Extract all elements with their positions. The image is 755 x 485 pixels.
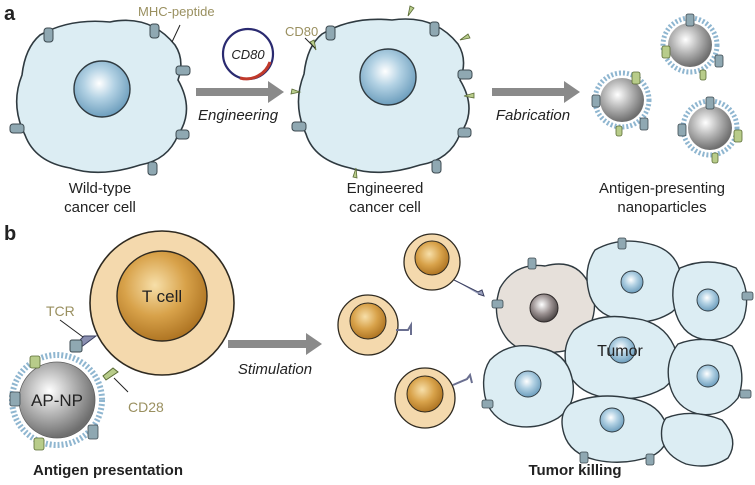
cd28-receptor	[102, 367, 119, 381]
cd28-pointer	[113, 377, 129, 393]
cd80-label: CD80	[285, 24, 318, 39]
panel-b-letter: b	[4, 223, 16, 245]
effector-t-cell-3	[394, 367, 473, 429]
nanoparticle-1	[591, 70, 652, 137]
tumor-label: Tumor	[597, 343, 643, 360]
tumor-cluster: Tumor	[481, 237, 754, 467]
engineering-label: Engineering	[198, 107, 279, 124]
ap-np-particle: AP-NP	[9, 352, 105, 451]
effector-t-cell-2	[337, 294, 412, 356]
nanoparticle-2	[660, 13, 724, 81]
stimulation-label: Stimulation	[238, 361, 312, 378]
cell1-line1: Wild-type	[69, 180, 132, 197]
tcr-pointer	[59, 319, 84, 338]
tcr-receptor	[69, 335, 98, 353]
mhc-peptide-label: MHC-peptide	[138, 4, 215, 19]
cell1-line2: cancer cell	[64, 199, 136, 216]
tcr-label: TCR	[46, 303, 75, 319]
fabrication-arrow	[492, 81, 580, 103]
cd28-label: CD28	[128, 399, 164, 415]
cd80-plasmid: CD80	[221, 27, 275, 81]
tumor-killing-caption: Tumor killing	[528, 462, 621, 479]
antigen-presentation-caption: Antigen presentation	[33, 462, 183, 479]
t-cell: T cell	[89, 230, 235, 376]
t-cell-label: T cell	[142, 287, 182, 306]
engineering-arrow	[196, 81, 284, 103]
cell2-line2: cancer cell	[349, 199, 421, 216]
plasmid-label: CD80	[231, 47, 265, 62]
cell3-line2: nanoparticles	[617, 199, 706, 216]
nanoparticle-3	[677, 96, 743, 164]
cd80-pointer	[304, 37, 316, 49]
effector-t-cell-1	[403, 233, 485, 297]
wild-type-cancer-cell	[9, 19, 191, 176]
cell3-line1: Antigen-presenting	[599, 180, 725, 197]
engineered-cancer-cell	[290, 5, 475, 179]
fabrication-label: Fabrication	[496, 107, 570, 124]
stimulation-arrow	[228, 333, 322, 355]
ap-np-label: AP-NP	[31, 391, 83, 410]
panel-a-letter: a	[4, 3, 16, 25]
cell2-line1: Engineered	[347, 180, 424, 197]
mhc-pointer	[171, 24, 181, 43]
